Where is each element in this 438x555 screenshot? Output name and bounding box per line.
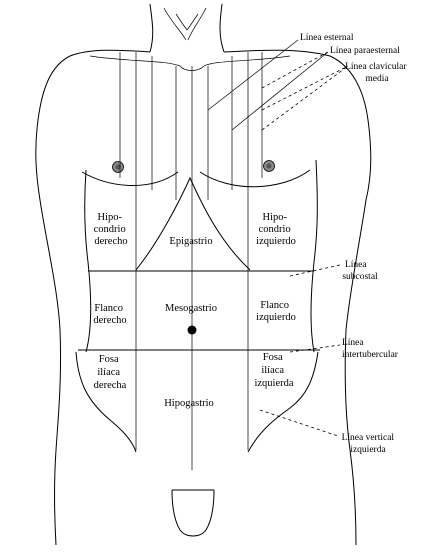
right-pectoral (82, 172, 178, 186)
right-nipple (113, 162, 124, 173)
label-hipogastrio: Hipogastrio (164, 398, 214, 409)
label-linea-paraesternal: Línea paraesternal (330, 46, 400, 56)
label-hipocondrio-derecho: Hipo- condrio derecho (94, 212, 129, 247)
label-flanco-derecho: Flanco derecho (93, 303, 126, 326)
left-pectoral (200, 170, 310, 187)
right-shoulder-arm-outline (36, 50, 150, 545)
genital-outline (172, 490, 214, 536)
right-torso-side (85, 170, 91, 352)
left-nipple (264, 161, 275, 172)
label-linea-clavicular-media: Línea clavicular media (345, 62, 409, 84)
umbilicus (188, 326, 197, 335)
label-linea-intertubercular: Línea intertubercular (342, 338, 399, 360)
label-hipocondrio-izquierdo: Hipo- condrio izquierdo (256, 212, 296, 247)
label-linea-vertical-izquierda: Línea vertical izquierda (342, 433, 397, 455)
label-epigastrio: Epigastrio (169, 236, 212, 247)
neck-muscle-lines (164, 8, 206, 40)
label-flanco-izquierdo: Flanco izquierdo (256, 300, 296, 323)
neck-outline (150, 4, 224, 52)
label-fosa-iliaca-derecha: Fosa ilíaca derecha (94, 354, 127, 391)
label-fosa-iliaca-izquierda: Fosa ilíaca izquierda (254, 352, 293, 389)
left-torso-side (311, 160, 317, 352)
label-linea-subcostal: Línea subcostal (342, 260, 378, 282)
label-linea-esternal: Línea esternal (300, 33, 354, 43)
costal-margin (136, 178, 250, 270)
left-shoulder-arm-outline (224, 50, 371, 545)
label-mesogastrio: Mesogastrio (165, 303, 217, 314)
